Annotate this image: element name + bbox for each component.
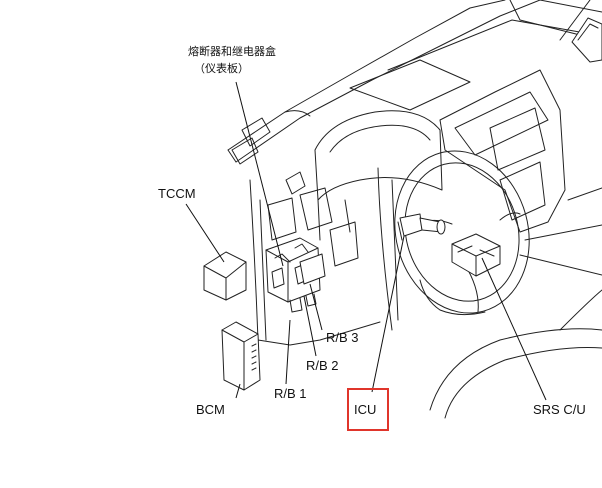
- leader-lines: [185, 81, 547, 401]
- rb1-label: R/B 1: [274, 386, 307, 401]
- tccm-module: [203, 251, 247, 301]
- icu-highlight-box: [347, 388, 389, 431]
- bcm-label: BCM: [196, 402, 225, 417]
- dashboard-outline: [227, 0, 602, 163]
- rb3-label: R/B 3: [326, 330, 359, 345]
- tccm-label: TCCM: [158, 186, 196, 201]
- lower-dash: [429, 289, 602, 419]
- fuse-box-label-line1: 熔断器和继电器盒: [188, 44, 276, 58]
- icu-connector: [397, 213, 446, 241]
- srs-cu-label: SRS C/U: [533, 402, 586, 417]
- srs-control-unit: [451, 233, 501, 277]
- instrument-cluster: [314, 110, 443, 241]
- rb2-label: R/B 2: [306, 358, 339, 373]
- steering-wheel: [377, 150, 530, 331]
- left-dash: [231, 117, 381, 346]
- fuse-box-label-line2: （仪表板）: [194, 61, 249, 75]
- center-console: [439, 0, 602, 276]
- icu-label: ICU: [354, 402, 376, 417]
- fuse-relay-box: [265, 237, 326, 313]
- bcm-module: [221, 321, 261, 391]
